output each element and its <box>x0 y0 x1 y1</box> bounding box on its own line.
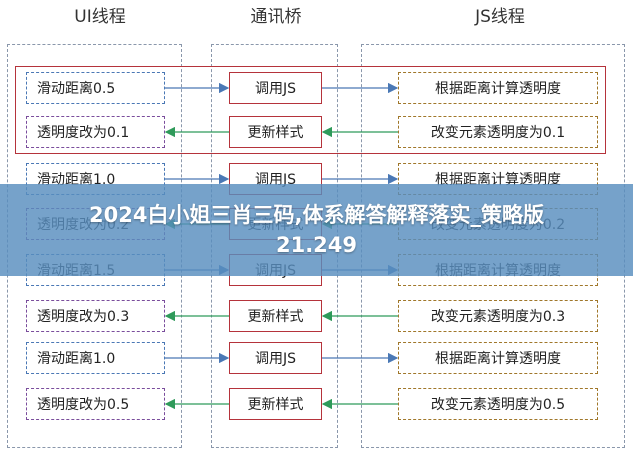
js-compute-node: 根据距离计算透明度 <box>398 72 598 104</box>
highlight-frame <box>15 66 606 154</box>
bridge-call-js-node: 调用JS <box>229 342 322 374</box>
ui-opacity-node: 透明度改为0.5 <box>26 388 165 420</box>
banner-title: 2024白小姐三肖三码,体系解答解释落实_策略版 <box>89 203 544 227</box>
overlay-banner: 2024白小姐三肖三码,体系解答解释落实_策略版 21.249 <box>0 184 633 276</box>
bridge-call-js-node: 调用JS <box>229 72 322 104</box>
ui-scroll-node: 滑动距离0.5 <box>26 72 165 104</box>
banner-subtitle: 21.249 <box>275 233 358 257</box>
column-title-ui: UI线程 <box>74 7 126 27</box>
js-change-opacity-node: 改变元素透明度为0.5 <box>398 388 598 420</box>
column-title-bridge: 通讯桥 <box>250 7 302 27</box>
bridge-update-style-node: 更新样式 <box>229 300 322 332</box>
bridge-update-style-node: 更新样式 <box>229 388 322 420</box>
js-change-opacity-node: 改变元素透明度为0.1 <box>398 116 598 148</box>
js-compute-node: 根据距离计算透明度 <box>398 342 598 374</box>
ui-opacity-node: 透明度改为0.1 <box>26 116 165 148</box>
js-change-opacity-node: 改变元素透明度为0.3 <box>398 300 598 332</box>
column-title-js: JS线程 <box>475 7 525 27</box>
ui-opacity-node: 透明度改为0.3 <box>26 300 165 332</box>
ui-scroll-node: 滑动距离1.0 <box>26 342 165 374</box>
bridge-update-style-node: 更新样式 <box>229 116 322 148</box>
